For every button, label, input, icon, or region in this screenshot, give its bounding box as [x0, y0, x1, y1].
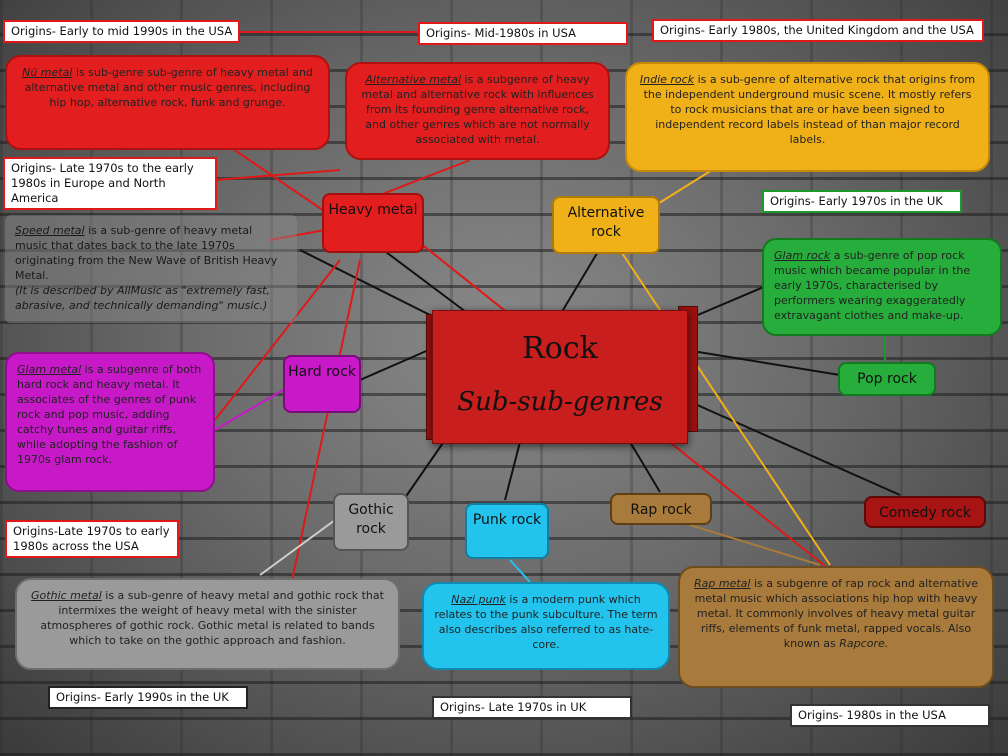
term-nu-metal: Nü metal — [22, 66, 73, 79]
text-gothic-metal: is a sub-genre of heavy metal and gothic… — [40, 589, 384, 647]
connector-rock-rap-rock — [629, 441, 661, 493]
connector-heavy-glam-metal — [214, 259, 341, 421]
text-nazi-punk: is a modern punk which relates to the pu… — [434, 593, 658, 651]
node-gothic-rock[interactable]: Gothic rock — [333, 493, 409, 551]
term-nazi-punk: Nazi punk — [451, 593, 506, 606]
connector-rock-punk-rock — [504, 441, 521, 501]
desc-indie-rock: Indie rock is a sub-genre of alternative… — [625, 62, 990, 172]
text-indie-rock: is a sub-genre of alternative rock that … — [643, 73, 976, 146]
center-subtitle: Sub-sub-genres — [457, 387, 663, 417]
text-alternative-metal: is a subgenre of heavy metal and alterna… — [361, 73, 594, 146]
connector-hard-glam-metal — [214, 389, 284, 431]
desc-alternative-metal: Alternative metal is a subgenre of heavy… — [345, 62, 610, 160]
connector-heavy-gothic — [289, 259, 361, 591]
desc-gothic-metal: Gothic metal is a sub-genre of heavy met… — [15, 578, 400, 670]
connector-red-origin-2 — [214, 169, 341, 181]
desc-glam-rock: Glam rock a sub-genre of pop rock music … — [762, 238, 1002, 336]
node-rap-rock[interactable]: Rap rock — [610, 493, 712, 525]
center-title: Rock — [522, 331, 598, 366]
desc-nazi-punk: Nazi punk is a modern punk which relates… — [422, 582, 670, 670]
origin-alternative-metal: Origins- Mid-1980s in USA — [418, 22, 628, 45]
connector-rock-comedy-rock — [685, 399, 901, 496]
node-alternative-rock[interactable]: Alternative rock — [552, 196, 660, 254]
note-speed-metal: (It is described by AllMusic as "extreme… — [15, 284, 270, 312]
desc-glam-metal: Glam metal is a subgenre of both hard ro… — [5, 352, 215, 492]
connector-rock-gothic-rock — [399, 439, 446, 506]
text-nu-metal: is sub-genre sub-genre of heavy metal an… — [24, 66, 313, 109]
connector-rock-pop-rock — [685, 349, 841, 376]
connector-rock-left — [299, 249, 441, 321]
center-banner: Rock Sub-sub-genres — [432, 310, 688, 444]
desc-speed-metal: Speed metal is a sub-genre of heavy meta… — [5, 215, 297, 323]
connector-gothic-metal — [259, 519, 336, 576]
term-gothic-metal: Gothic metal — [31, 589, 102, 602]
node-pop-rock[interactable]: Pop rock — [838, 362, 936, 396]
connector-rap-rap-metal — [689, 524, 821, 566]
desc-nu-metal: Nü metal is sub-genre sub-genre of heavy… — [5, 55, 330, 150]
term-alternative-metal: Alternative metal — [365, 73, 462, 86]
origin-indie-rock: Origins- Early 1980s, the United Kingdom… — [652, 19, 984, 42]
node-punk-rock[interactable]: Punk rock — [465, 503, 549, 559]
origin-nu-metal: Origins- Early to mid 1990s in the USA — [3, 20, 241, 43]
origin-gothic-metal: Origins- Early 1990s in the UK — [48, 686, 248, 709]
connector-heavy-alt-metal — [379, 159, 471, 196]
node-hard-rock[interactable]: Hard rock — [283, 355, 361, 413]
connector-punk-nazi — [509, 559, 531, 583]
node-comedy-rock[interactable]: Comedy rock — [864, 496, 986, 528]
term-glam-metal: Glam metal — [17, 363, 82, 376]
text-glam-metal: is a subgenre of both hard rock and heav… — [17, 363, 202, 466]
tail-rap-metal: Rapcore. — [839, 637, 889, 650]
term-rap-metal: Rap metal — [694, 577, 751, 590]
desc-rap-metal: Rap metal is a subgenre of rap rock and … — [678, 566, 994, 688]
connector-heavy-speed — [269, 229, 326, 241]
connector-alt-rap-metal — [619, 249, 831, 566]
origin-glam-rock: Origins- Early 1970s in the UK — [762, 190, 962, 213]
origin-glam-metal: Origins-Late 1970s to early 1980s across… — [5, 520, 179, 558]
term-glam-rock: Glam rock — [774, 249, 831, 262]
text-rap-metal: is a subgenre of rap rock and alternativ… — [694, 577, 978, 650]
term-speed-metal: Speed metal — [15, 224, 85, 237]
origin-speed-metal: Origins- Late 1970s to the early 1980s i… — [3, 157, 217, 210]
text-glam-rock: a sub-genre of pop rock music which beca… — [774, 249, 971, 322]
origin-rap-metal: Origins- 1980s in the USA — [790, 704, 990, 727]
connector-heavy-nu — [219, 139, 331, 216]
term-indie-rock: Indie rock — [639, 73, 695, 86]
text-speed-metal: is a sub-genre of heavy metal music that… — [15, 224, 278, 282]
origin-nazi-punk: Origins- Late 1970s in UK — [432, 696, 632, 719]
node-heavy-metal[interactable]: Heavy metal — [322, 193, 424, 253]
